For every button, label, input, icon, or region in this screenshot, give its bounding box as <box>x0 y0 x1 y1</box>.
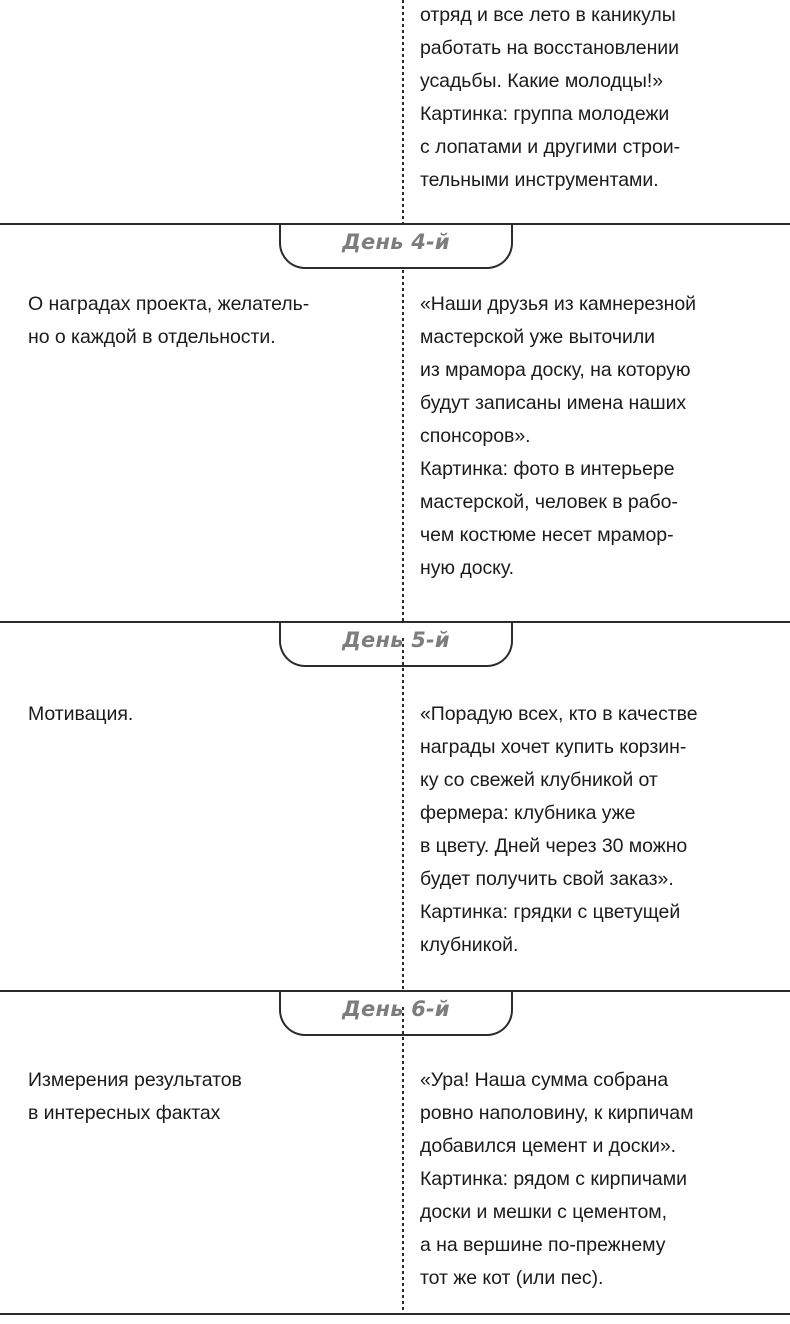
cell-text: отряд и все лето в каникулы работать на … <box>420 4 681 191</box>
cell-text: «Порадую всех, кто в качестве награды хо… <box>420 703 698 956</box>
cell-left-day-4: О наградах проекта, желатель- но о каждо… <box>28 288 380 354</box>
cell-left-day-5: Мотивация. <box>28 698 380 731</box>
cell-text: О наградах проекта, желатель- но о каждо… <box>28 293 310 348</box>
section-rule-3 <box>0 990 790 992</box>
day-tab-5: День 5-й <box>279 623 513 667</box>
day-tab-shape <box>279 225 513 269</box>
day-tab-label: День 4-й <box>342 230 450 254</box>
day-tab-4: День 4-й <box>279 225 513 269</box>
cell-right-continued: отряд и все лето в каникулы работать на … <box>420 0 770 197</box>
cell-left-day-6: Измерения результатов в интересных факта… <box>28 1064 380 1130</box>
cell-right-day-4: «Наши друзья из камнерезной мастерской у… <box>420 288 770 585</box>
cell-text: Мотивация. <box>28 703 134 725</box>
column-divider-row-2 <box>402 638 404 991</box>
section-rule-4 <box>0 1313 790 1315</box>
section-rule-1 <box>0 223 790 225</box>
column-divider-row-3 <box>402 1007 404 1314</box>
cell-text: «Ура! Наша сумма собрана ровно наполовин… <box>420 1069 694 1289</box>
day-tab-shape <box>279 992 513 1036</box>
cell-text: «Наши друзья из камнерезной мастерской у… <box>420 293 696 579</box>
cell-right-day-5: «Порадую всех, кто в качестве награды хо… <box>420 698 770 962</box>
day-tab-shape <box>279 623 513 667</box>
column-divider-row-1 <box>402 270 404 622</box>
cell-text: Измерения результатов в интересных факта… <box>28 1069 242 1124</box>
section-rule-2 <box>0 621 790 623</box>
day-tab-6: День 6-й <box>279 992 513 1036</box>
cell-right-day-6: «Ура! Наша сумма собрана ровно наполовин… <box>420 1064 770 1295</box>
day-tab-label: День 6-й <box>342 997 450 1021</box>
column-divider-row-0 <box>402 0 404 224</box>
day-tab-label: День 5-й <box>342 628 450 652</box>
